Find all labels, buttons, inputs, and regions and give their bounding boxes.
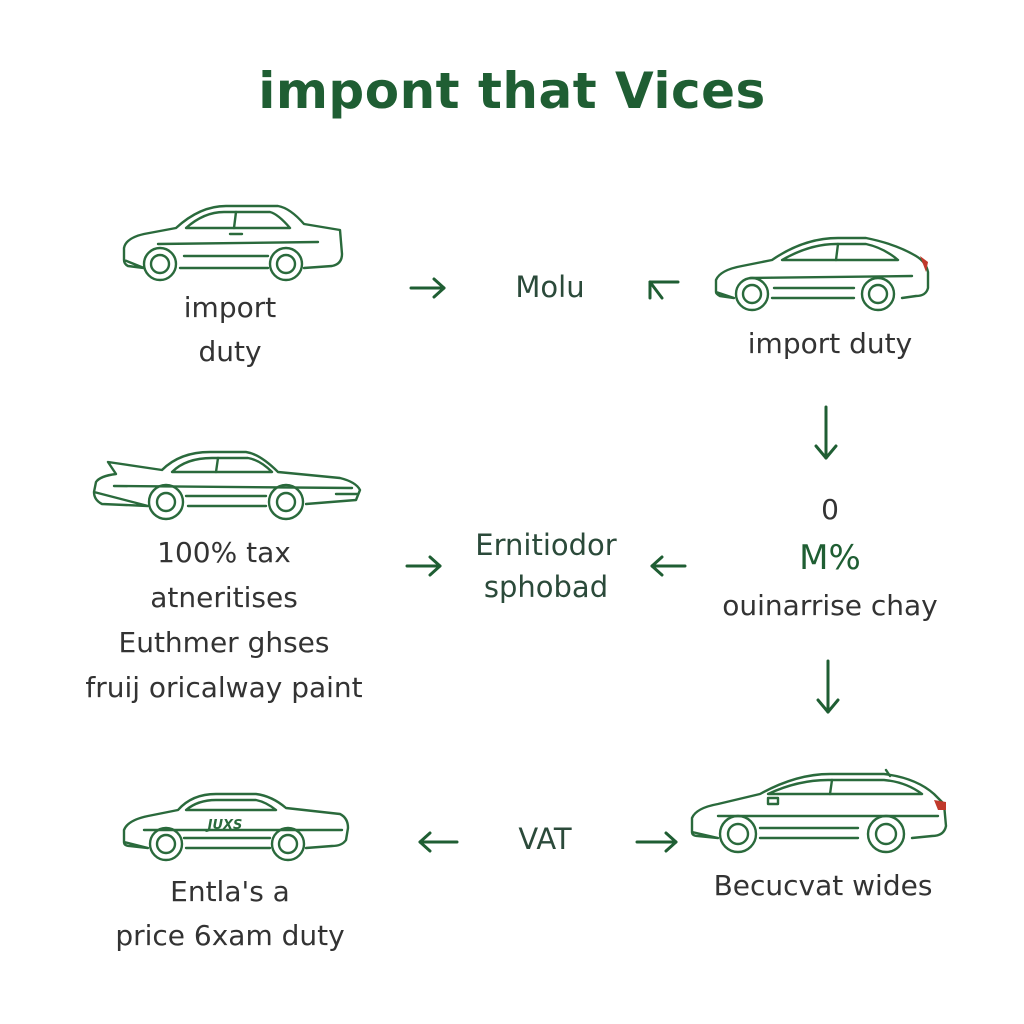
row2-left-line-3: Euthmer ghses: [118, 626, 330, 659]
car-icon-import-right: [714, 236, 930, 312]
row1-center-label: Molu: [515, 270, 585, 304]
row3-left-line-1: Entla's a: [170, 875, 290, 908]
row2-right-line-3: ouinarrise chay: [722, 589, 938, 622]
arrow-up-left-icon: [648, 280, 680, 300]
arrow-right-icon: [405, 555, 442, 577]
car-icon-price-left: [122, 792, 350, 862]
row3-center-label: VAT: [518, 822, 572, 856]
row1-left-line-1: import: [183, 291, 277, 324]
page-title: impont that Vices: [258, 62, 766, 120]
car-badge: JUXS: [207, 818, 243, 833]
arrow-down-icon: [816, 659, 840, 714]
row3-left-line-2: price 6xam duty: [115, 919, 345, 952]
car-icon-import-left: [122, 204, 344, 282]
row2-right-label: 0 M% ouinarrise chay: [700, 486, 960, 630]
arrow-right-icon: [409, 277, 446, 299]
row3-left-label: Entla's a price 6xam duty: [90, 870, 370, 958]
arrow-down-icon: [814, 405, 838, 460]
arrow-right-icon: [635, 831, 678, 853]
row1-left-line-2: duty: [198, 335, 262, 368]
row2-center-line-2: sphobad: [483, 570, 609, 604]
row2-right-line-2: M%: [799, 538, 861, 578]
row2-right-line-1: 0: [821, 493, 839, 526]
row2-center-line-1: Ernitiodor: [475, 528, 617, 562]
arrow-left-icon: [650, 555, 687, 577]
row2-left-line-2: atneritises: [150, 581, 298, 614]
row2-left-line-1: 100% tax: [157, 536, 291, 569]
row3-right-label: Becucvat wides: [713, 869, 933, 902]
row1-right-label: import duty: [747, 327, 913, 360]
car-icon-vat-right: [690, 768, 948, 854]
row2-center-label: Ernitiodor sphobad: [456, 524, 636, 608]
arrow-left-icon: [418, 831, 459, 853]
row1-left-label: import duty: [130, 286, 330, 374]
row2-left-line-4: fruij oricalway paint: [85, 671, 363, 704]
car-icon-tax-left: [92, 450, 362, 521]
row2-left-label: 100% tax atneritises Euthmer ghses fruij…: [54, 530, 394, 710]
